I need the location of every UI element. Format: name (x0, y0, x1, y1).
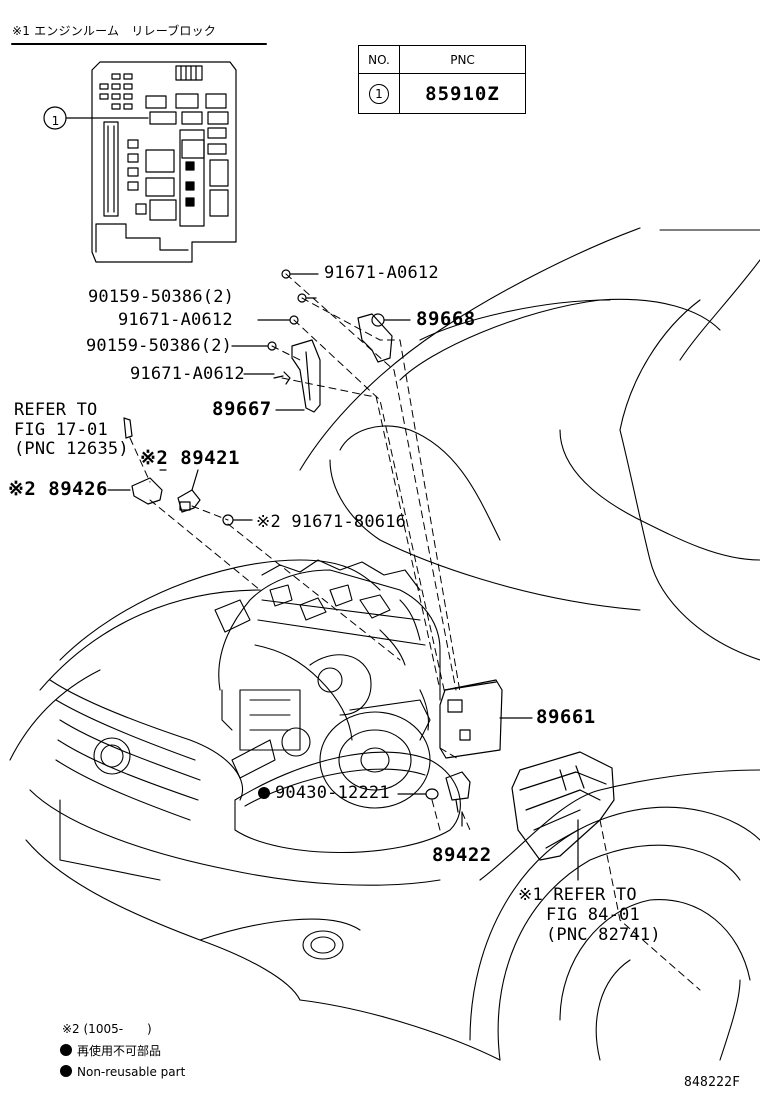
vehicle-body-drawing (9, 227, 760, 1061)
refer-fig-17-01-line2[interactable]: FIG 17-01 (14, 420, 108, 440)
note-non-reusable-jp: 再使用不可部品 (60, 1042, 161, 1060)
note-en-text: Non-reusable part (77, 1065, 186, 1079)
sensor-89421-drawing (123, 417, 253, 526)
callout-number: 1 (51, 114, 60, 128)
part-label-89668[interactable]: 89668 (416, 308, 476, 330)
refer-fig-17-01-line3: (PNC 12635) (14, 439, 129, 459)
sensor-89422-drawing (397, 771, 471, 827)
non-reusable-dot-icon (258, 787, 270, 799)
pnc-table-header-no: NO. (358, 45, 400, 74)
part-label-90430-12221[interactable]: 90430-12221 (258, 784, 390, 802)
refer-fig-84-01-line1: ※1 REFER TO (518, 885, 637, 905)
part-label-89667[interactable]: 89667 (212, 398, 272, 420)
part-label-89661[interactable]: 89661 (536, 706, 596, 728)
part-label-91671-a0612-mid[interactable]: 91671-A0612 (118, 310, 233, 330)
pnc-table: NO. PNC 1 85910Z (358, 45, 526, 114)
refer-fig-84-01-line3: (PNC 82741) (546, 925, 661, 945)
pnc-table-header-pnc: PNC (399, 45, 526, 74)
relay-block-title: ※1 エンジンルーム リレーブロック (12, 24, 217, 38)
relay-block-drawing (91, 61, 237, 263)
refer-fig-17-01-line1: REFER TO (14, 400, 98, 420)
legend-dot-icon (60, 1065, 72, 1077)
relay-bracket-drawing (511, 751, 615, 881)
note-applicability: ※2 (1005- ) (62, 1022, 152, 1036)
refer-fig-84-01-line2[interactable]: FIG 84-01 (546, 905, 640, 925)
pnc-table-row-no: 1 (358, 73, 400, 114)
note-non-reusable-en: Non-reusable part (60, 1063, 185, 1081)
part-number-90430-12221: 90430-12221 (275, 783, 390, 803)
note-jp-text: 再使用不可部品 (77, 1044, 162, 1058)
part-label-89426[interactable]: ※2 89426 (8, 478, 108, 500)
engine-drawing (214, 559, 441, 809)
ecu-drawing (439, 679, 533, 759)
dashed-lines (129, 273, 701, 991)
part-label-91671-80616[interactable]: ※2 91671-80616 (256, 512, 407, 532)
leader-lines (107, 273, 319, 491)
part-label-89421[interactable]: ※2 89421 (140, 447, 240, 469)
figure-code: 848222F (684, 1075, 741, 1090)
part-label-91671-a0612-low[interactable]: 91671-A0612 (130, 364, 245, 384)
pnc-row-number-circle: 1 (369, 84, 389, 104)
part-label-89422[interactable]: 89422 (432, 844, 492, 866)
pnc-table-row-pnc: 85910Z (399, 73, 526, 114)
part-label-90159-50386-upper[interactable]: 90159-50386(2) (88, 287, 235, 307)
bracket-89668-drawing (281, 269, 411, 363)
bracket-89667-drawing (267, 339, 321, 413)
part-label-91671-a0612-top[interactable]: 91671-A0612 (324, 263, 439, 283)
legend-dot-icon (60, 1044, 72, 1056)
part-label-90159-50386-lower[interactable]: 90159-50386(2) (86, 336, 233, 356)
